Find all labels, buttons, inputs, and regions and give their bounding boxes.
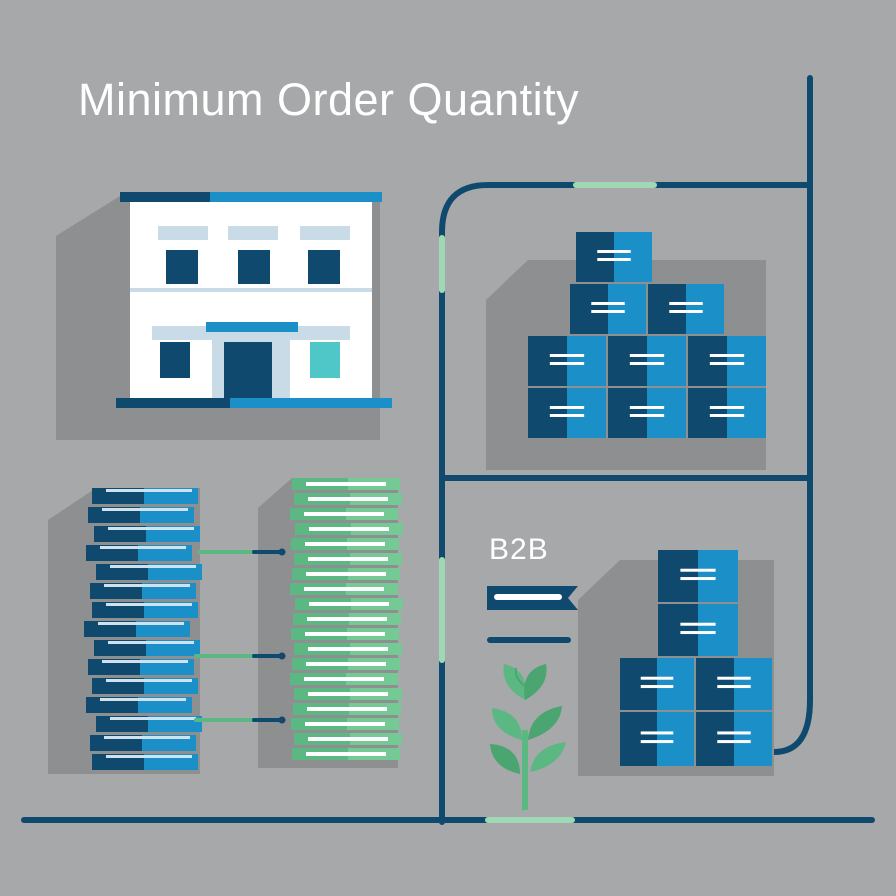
box: [688, 336, 766, 386]
flow-lines: [21, 75, 875, 825]
cash-layer: [294, 733, 402, 745]
box: [688, 388, 766, 438]
box: [608, 388, 686, 438]
coin-layer: [92, 488, 198, 504]
coin-stack-icon: [48, 488, 202, 774]
coin-layer: [88, 659, 194, 675]
coin-layer: [94, 526, 200, 542]
box: [620, 712, 694, 766]
box: [608, 336, 686, 386]
box: [696, 712, 772, 766]
cash-layer: [294, 643, 402, 655]
coin-layer: [90, 735, 196, 751]
box: [658, 604, 738, 656]
box: [648, 284, 724, 334]
cash-layer: [293, 613, 401, 625]
box: [528, 388, 606, 438]
cash-layer: [292, 658, 400, 670]
cash-layer: [292, 748, 400, 760]
coin-layer: [92, 678, 198, 694]
coin-layer: [86, 697, 192, 713]
coin-layer: [92, 602, 198, 618]
box: [658, 550, 738, 602]
cash-layer: [295, 523, 403, 535]
coin-layer: [90, 583, 196, 599]
coin-layer: [96, 564, 202, 580]
box: [570, 284, 646, 334]
box-pyramid-icon: [486, 232, 766, 470]
cash-layer: [290, 583, 398, 595]
coin-layer: [84, 621, 190, 637]
box-stack-icon: [578, 550, 774, 776]
cash-layer: [292, 478, 400, 490]
cash-layer: [293, 703, 401, 715]
cash-layer: [291, 538, 399, 550]
box: [528, 336, 606, 386]
page-title: Minimum Order Quantity: [78, 74, 580, 125]
cash-stack-icon: [258, 478, 403, 768]
flag-icon: [487, 586, 578, 643]
b2b-label: B2B: [489, 533, 549, 566]
cash-layer: [291, 628, 399, 640]
coin-layer: [94, 640, 200, 656]
coin-layer: [86, 545, 192, 561]
box: [696, 658, 772, 710]
cash-layer: [294, 688, 402, 700]
cash-layer: [294, 553, 402, 565]
connector-lines: [194, 548, 286, 724]
cash-layer: [295, 598, 403, 610]
coin-layer: [88, 507, 194, 523]
coin-layer: [96, 716, 202, 732]
coin-layer: [92, 754, 198, 770]
plant-icon: [490, 664, 566, 810]
cash-layer: [290, 673, 398, 685]
cash-layer: [292, 568, 400, 580]
building-icon: [56, 192, 392, 440]
cash-layer: [290, 508, 398, 520]
cash-layer: [291, 718, 399, 730]
cash-layer: [294, 493, 402, 505]
box: [620, 658, 694, 710]
box: [576, 232, 652, 282]
